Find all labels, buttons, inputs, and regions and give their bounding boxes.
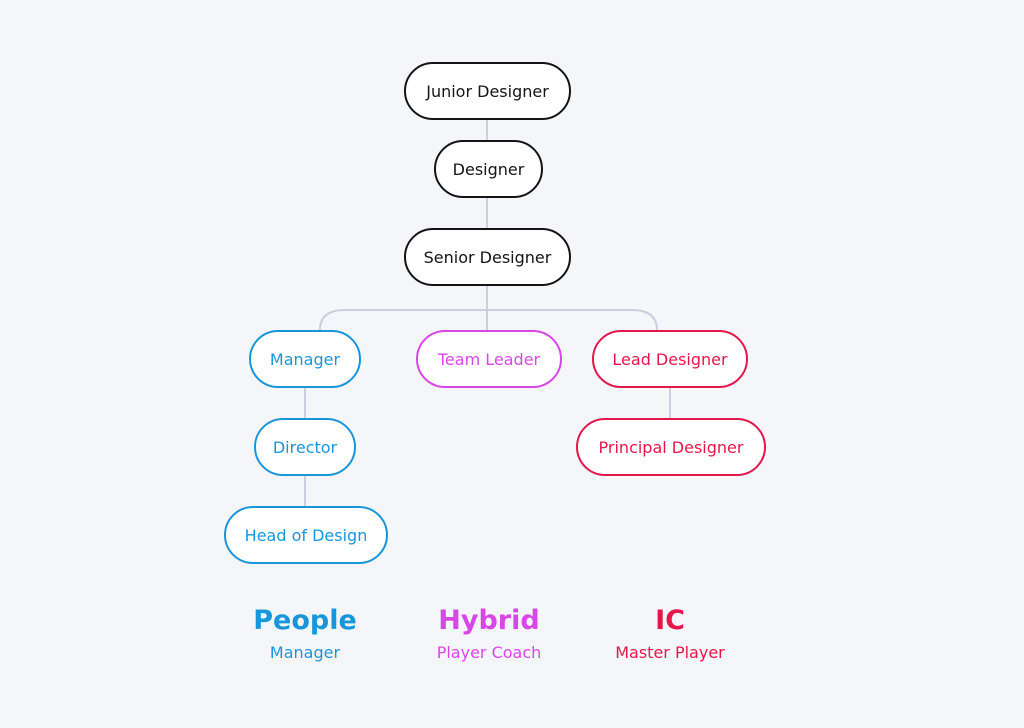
legend-ic: IC Master Player — [560, 604, 780, 664]
node-team-leader: Team Leader — [416, 330, 562, 388]
node-junior-designer: Junior Designer — [404, 62, 571, 120]
connector-branch-bus — [319, 309, 658, 331]
legend-people-subtitle: Manager — [269, 643, 341, 662]
node-head-of-design: Head of Design — [224, 506, 388, 564]
legend-people: People Manager — [195, 604, 415, 664]
node-principal-designer: Principal Designer — [576, 418, 766, 476]
node-director: Director — [254, 418, 356, 476]
node-manager: Manager — [249, 330, 361, 388]
legend-hybrid: Hybrid Player Coach — [379, 604, 599, 664]
node-lead-designer: Lead Designer — [592, 330, 748, 388]
legend-hybrid-subtitle: Player Coach — [436, 643, 542, 662]
legend-ic-subtitle: Master Player — [615, 643, 725, 662]
node-designer: Designer — [434, 140, 543, 198]
legend-ic-title: IC — [655, 605, 685, 636]
legend-people-title: People — [253, 605, 357, 636]
node-senior-designer: Senior Designer — [404, 228, 571, 286]
legend-hybrid-title: Hybrid — [438, 605, 540, 636]
